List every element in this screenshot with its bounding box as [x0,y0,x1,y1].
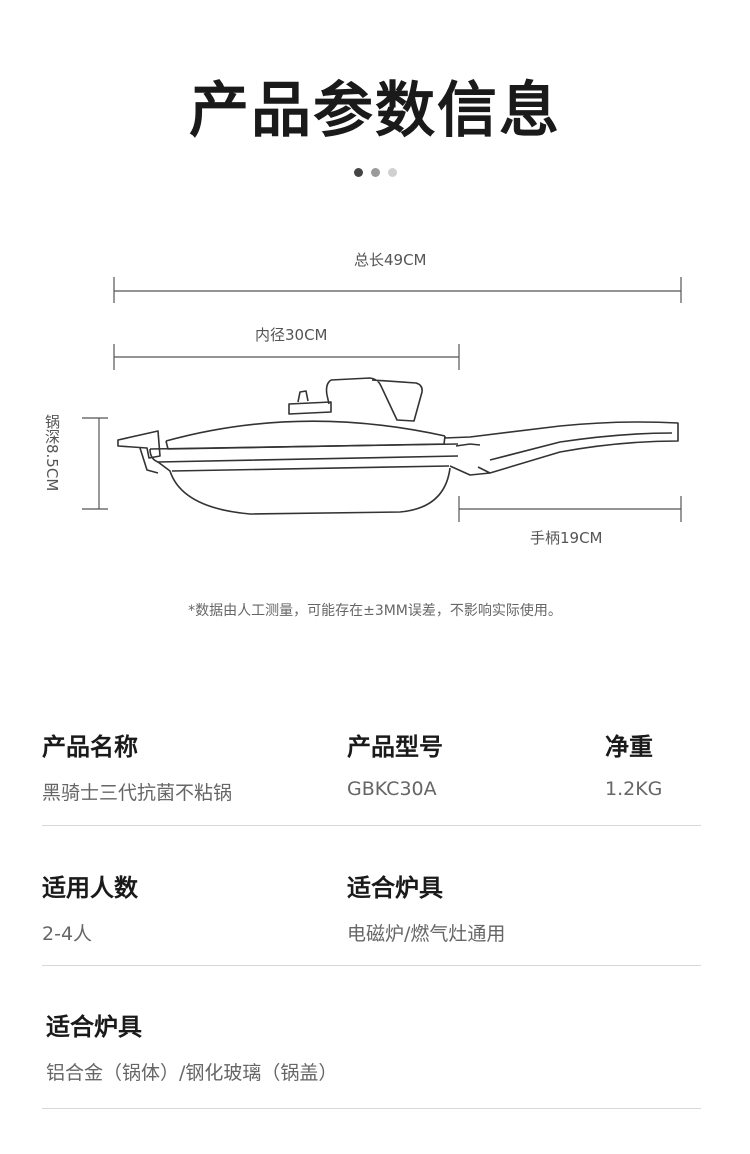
inner-diameter-dimension-line [113,344,460,370]
pan-drawing [117,377,679,515]
divider [42,825,701,826]
spec-label: 适用人数 [42,874,138,902]
spec-product-model: 产品型号 GBKC30A [347,727,443,800]
measurement-note: *数据由人工测量，可能存在±3MM误差，不影响实际使用。 [188,603,562,619]
spec-label: 产品名称 [42,733,138,761]
total-length-label: 总长49CM [354,251,427,269]
spec-material: 适合炉具 铝合金（锅体）/钢化玻璃（锅盖） [46,1007,337,1085]
handle-dimension-line [458,496,682,522]
depth-label: 锅深8.5CM [43,414,61,492]
spec-value: 1.2KG [605,778,663,800]
pagination-dot-2[interactable] [370,168,380,177]
spec-stove: 适合炉具 电磁炉/燃气灶通用 [347,868,505,946]
inner-diameter-label: 内径30CM [255,326,328,344]
spec-product-name: 产品名称 黑骑士三代抗菌不粘锅 [42,727,232,805]
spec-label: 适合炉具 [347,874,443,902]
handle-length-label: 手柄19CM [530,529,603,547]
depth-dimension-line [82,417,108,510]
spec-label: 适合炉具 [46,1013,142,1041]
spec-label: 净重 [605,733,653,761]
pagination-dot-1[interactable] [353,168,363,177]
spec-value: 2-4人 [42,923,93,945]
spec-value: 黑骑士三代抗菌不粘锅 [42,782,233,804]
pagination-dot-3[interactable] [387,168,397,177]
spec-value: 铝合金（锅体）/钢化玻璃（锅盖） [46,1062,338,1084]
spec-value: 电磁炉/燃气灶通用 [347,923,506,945]
spec-net-weight: 净重 1.2KG [605,727,662,800]
total-length-dimension-line [113,277,682,303]
divider [42,1108,701,1109]
spec-people: 适用人数 2-4人 [42,868,138,946]
spec-label: 产品型号 [347,733,443,761]
pagination-dots [0,168,750,177]
divider [42,965,701,966]
spec-value: GBKC30A [347,778,437,800]
page-title: 产品参数信息 [189,76,561,146]
